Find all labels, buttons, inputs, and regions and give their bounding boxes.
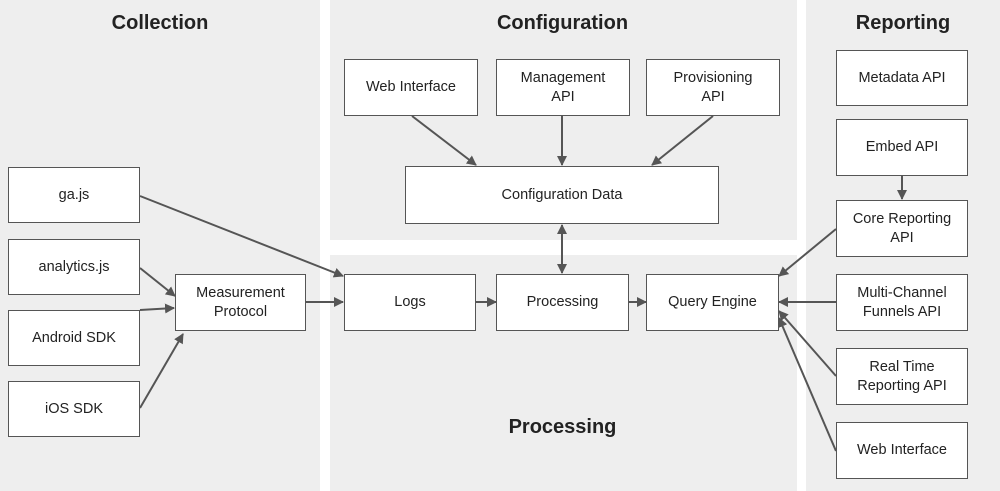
query-engine-box: Query Engine xyxy=(646,274,779,331)
measurement-protocol-box: Measurement Protocol xyxy=(175,274,306,331)
arrow-analytics-to-measurement xyxy=(139,267,176,297)
arrow-ga-to-logs xyxy=(139,195,344,278)
arrow-webreport-to-query xyxy=(777,317,837,452)
processing-box: Processing xyxy=(496,274,629,331)
logs-box: Logs xyxy=(344,274,476,331)
arrow-ios-to-measurement xyxy=(139,333,184,409)
arrow-webif-to-configdata xyxy=(411,115,477,166)
android-sdk-box: Android SDK xyxy=(8,310,140,366)
arrow-android-to-measurement xyxy=(139,303,175,314)
configuration-data-box: Configuration Data xyxy=(405,166,719,224)
web-interface-reporting-box: Web Interface xyxy=(836,422,968,479)
management-api-box: Management API xyxy=(496,59,630,116)
collection-title: Collection xyxy=(111,12,209,34)
arrow-core-to-query xyxy=(778,228,837,277)
reporting-title: Reporting xyxy=(855,12,951,34)
arrow-realtime-to-query xyxy=(778,310,837,377)
embed-api-box: Embed API xyxy=(836,119,968,176)
web-interface-config-box: Web Interface xyxy=(344,59,478,116)
metadata-api-box: Metadata API xyxy=(836,50,968,106)
ga-js-box: ga.js xyxy=(8,167,140,223)
processing-title: Processing xyxy=(508,416,617,438)
arrow-prov-to-configdata xyxy=(651,115,714,166)
analytics-js-box: analytics.js xyxy=(8,239,140,295)
core-reporting-api-box: Core Reporting API xyxy=(836,200,968,257)
ios-sdk-box: iOS SDK xyxy=(8,381,140,437)
multi-channel-funnels-api-box: Multi-Channel Funnels API xyxy=(836,274,968,331)
real-time-reporting-api-box: Real Time Reporting API xyxy=(836,348,968,405)
provisioning-api-box: Provisioning API xyxy=(646,59,780,116)
configuration-title: Configuration xyxy=(496,12,629,34)
